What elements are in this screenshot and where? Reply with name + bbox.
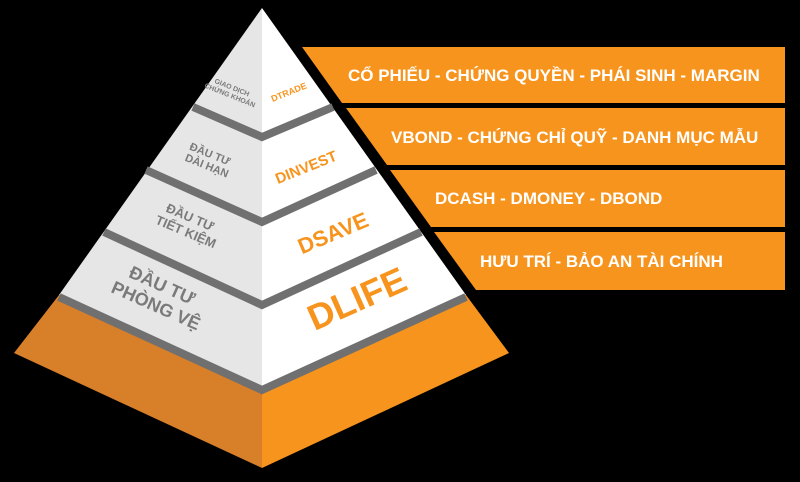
tier-bar-4 bbox=[434, 232, 785, 290]
tier-divider bbox=[191, 103, 335, 142]
pyramid-face-right bbox=[262, 8, 466, 388]
tier-3-description: DCASH - DMONEY - DBOND bbox=[435, 189, 662, 208]
tier-bar-2 bbox=[346, 108, 785, 165]
tier-2-description: VBOND - CHỨNG CHỈ QUỸ - DANH MỤC MẪU bbox=[391, 127, 758, 147]
pyramid-base-right bbox=[262, 295, 509, 468]
tier-1-description: CỔ PHIẾU - CHỨNG QUYỀN - PHÁI SINH - MAR… bbox=[348, 66, 760, 85]
tier-4-description: HƯU TRÍ - BẢO AN TÀI CHÍNH bbox=[480, 252, 723, 271]
tier-divider bbox=[144, 166, 378, 227]
tier-divider bbox=[57, 293, 468, 395]
pyramid-base-left bbox=[14, 295, 262, 468]
pyramid-face-left bbox=[59, 8, 262, 388]
tier-divider bbox=[102, 228, 423, 310]
tier-bar-1 bbox=[302, 47, 785, 103]
tier-bar-3 bbox=[390, 170, 785, 227]
